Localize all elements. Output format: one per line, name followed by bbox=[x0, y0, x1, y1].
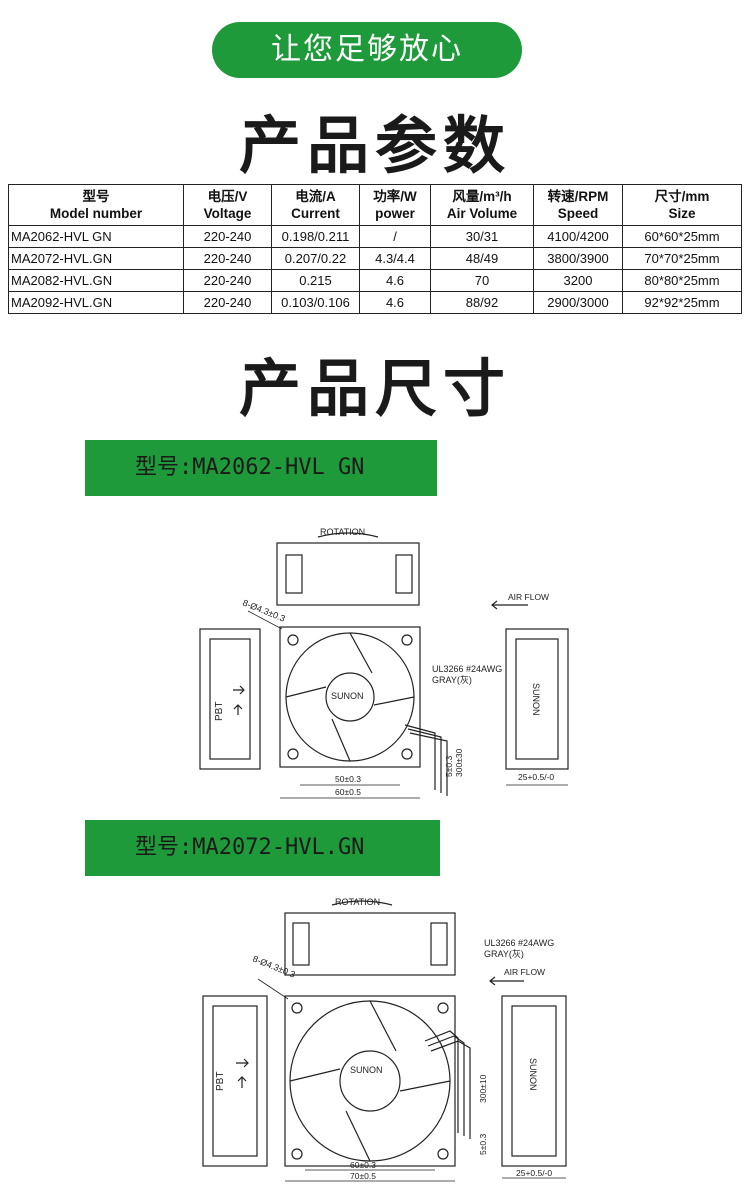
cell-current: 0.198/0.211 bbox=[271, 225, 360, 248]
cell-voltage: 220-240 bbox=[183, 269, 272, 292]
arrow-up-icon bbox=[233, 704, 243, 715]
airflow-arrow-icon bbox=[491, 600, 528, 610]
cell-power: 4.6 bbox=[359, 269, 431, 292]
fan-drawing-70: ROTATION PBT SUNON 8-Ø4.3±0.3 UL3266 #24… bbox=[202, 897, 567, 1182]
brand-side-label: SUNON bbox=[528, 1058, 538, 1091]
dim-inner: 60±0.3 bbox=[350, 1160, 376, 1170]
pbt-mark: PBT bbox=[214, 702, 225, 721]
cell-current: 0.103/0.106 bbox=[271, 291, 360, 314]
arrow-right-icon bbox=[236, 1058, 249, 1068]
width-dimension-lines bbox=[285, 1169, 455, 1182]
cell-voltage: 220-240 bbox=[183, 291, 272, 314]
model-band: 型号:MA2062-HVL GN bbox=[85, 440, 437, 496]
cell-model: MA2092-HVL.GN bbox=[8, 291, 184, 314]
cell-power: 4.3/4.4 bbox=[359, 247, 431, 270]
cell-size: 92*92*25mm bbox=[622, 291, 742, 314]
brand-label: SUNON bbox=[350, 1065, 383, 1075]
fan-left-side-view bbox=[199, 628, 261, 770]
cable-color: GRAY(灰) bbox=[484, 948, 524, 959]
brand-label: SUNON bbox=[331, 691, 364, 701]
cell-model: MA2082-HVL.GN bbox=[8, 269, 184, 292]
width-dimension-lines bbox=[280, 784, 420, 799]
dim-cable: 300±10 bbox=[478, 1074, 488, 1103]
fan-front-view bbox=[279, 626, 421, 768]
dim-strip: 5±0.3 bbox=[444, 756, 454, 777]
slogan-pill: 让您足够放心 bbox=[212, 22, 522, 78]
dim-outer: 60±0.5 bbox=[335, 787, 361, 797]
air-flow-label: AIR FLOW bbox=[504, 967, 545, 977]
cell-power: / bbox=[359, 225, 431, 248]
fan-top-view bbox=[276, 542, 420, 606]
cable-spec: UL3266 #24AWG bbox=[432, 664, 502, 674]
cable bbox=[424, 1030, 471, 1139]
cell-model: MA2062-HVL GN bbox=[8, 225, 184, 248]
rotation-label: ROTATION bbox=[320, 527, 365, 537]
params-title: 产品参数 bbox=[238, 109, 511, 182]
pbt-mark: PBT bbox=[215, 1072, 226, 1091]
dim-depth: 25+0.5/-0 bbox=[518, 772, 554, 782]
fan-right-side-view bbox=[505, 628, 569, 770]
air-flow-label: AIR FLOW bbox=[508, 592, 549, 602]
cell-model: MA2072-HVL.GN bbox=[8, 247, 184, 270]
dim-depth: 25+0.5/-0 bbox=[516, 1168, 552, 1178]
cell-air-volume: 88/92 bbox=[430, 291, 534, 314]
cell-speed: 3200 bbox=[533, 269, 623, 292]
cell-speed: 3800/3900 bbox=[533, 247, 623, 270]
dimensions-title: 产品尺寸 bbox=[238, 352, 511, 425]
cell-power: 4.6 bbox=[359, 291, 431, 314]
cell-current: 0.207/0.22 bbox=[271, 247, 360, 270]
fan-right-side-view bbox=[501, 995, 567, 1167]
table-row: MA2082-HVL.GN 220-240 0.215 4.6 70 3200 … bbox=[8, 269, 742, 292]
cell-size: 70*70*25mm bbox=[622, 247, 742, 270]
airflow-arrow-icon bbox=[489, 976, 524, 986]
cell-air-volume: 48/49 bbox=[430, 247, 534, 270]
cell-speed: 4100/4200 bbox=[533, 225, 623, 248]
cell-current: 0.215 bbox=[271, 269, 360, 292]
dim-strip: 5±0.3 bbox=[478, 1134, 488, 1155]
hole-spec: 8-Ø4.3±0.3 bbox=[251, 954, 296, 980]
arrow-up-icon bbox=[237, 1076, 247, 1088]
cell-voltage: 220-240 bbox=[183, 225, 272, 248]
dim-outer: 70±0.5 bbox=[350, 1171, 376, 1181]
rotation-arrow bbox=[317, 532, 379, 538]
cell-size: 60*60*25mm bbox=[622, 225, 742, 248]
table-row: MA2062-HVL GN 220-240 0.198/0.211 / 30/3… bbox=[8, 225, 742, 248]
table-row: MA2072-HVL.GN 220-240 0.207/0.22 4.3/4.4… bbox=[8, 247, 742, 270]
cell-voltage: 220-240 bbox=[183, 247, 272, 270]
cell-size: 80*80*25mm bbox=[622, 269, 742, 292]
fan-left-side-view bbox=[202, 995, 268, 1167]
cell-speed: 2900/3000 bbox=[533, 291, 623, 314]
fan-top-view bbox=[284, 912, 456, 976]
cable-color: GRAY(灰) bbox=[432, 674, 472, 685]
dim-cable: 300±30 bbox=[454, 748, 464, 777]
brand-side-label: SUNON bbox=[531, 683, 541, 716]
cell-air-volume: 70 bbox=[430, 269, 534, 292]
cable-spec: UL3266 #24AWG bbox=[484, 938, 554, 948]
dim-inner: 50±0.3 bbox=[335, 774, 361, 784]
cell-air-volume: 30/31 bbox=[430, 225, 534, 248]
rotation-label: ROTATION bbox=[335, 897, 380, 907]
arrow-right-icon bbox=[233, 685, 245, 695]
cable bbox=[404, 724, 448, 796]
model-band: 型号:MA2072-HVL.GN bbox=[85, 820, 440, 876]
rotation-arrow bbox=[331, 900, 393, 906]
fan-drawing-60: ROTATION PBT SUNON 8-Ø4.3±0.3 UL3266 #24… bbox=[199, 527, 569, 799]
table-row: MA2092-HVL.GN 220-240 0.103/0.106 4.6 88… bbox=[8, 291, 742, 314]
fan-front-view bbox=[284, 995, 456, 1167]
